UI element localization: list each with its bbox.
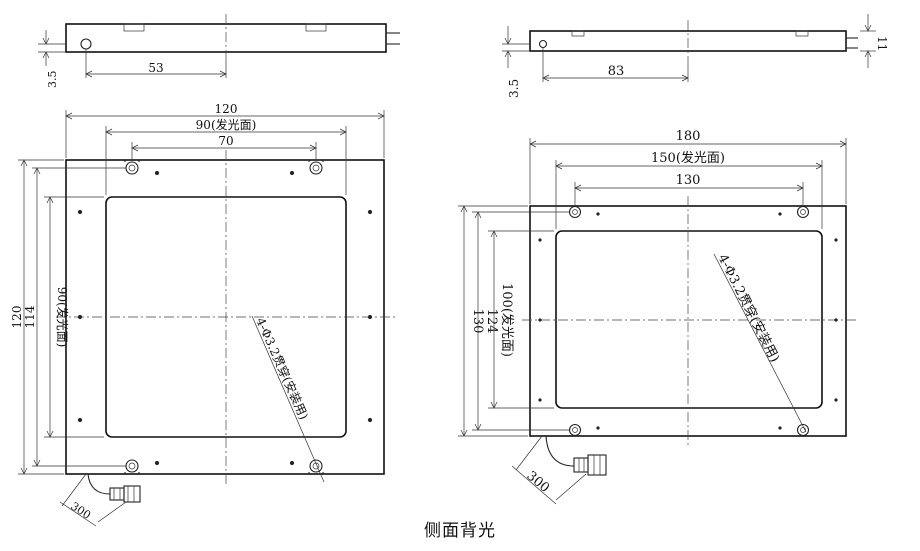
right-side-offset-label: 3.5 xyxy=(507,79,521,98)
left-hole-note: 4-Φ3.2贯穿(安装用) xyxy=(253,315,311,422)
mounting-hole-icon xyxy=(796,423,810,437)
right-side-length-label: 83 xyxy=(608,64,625,79)
screw-dots xyxy=(538,212,838,430)
right-width-total-label: 180 xyxy=(676,129,701,144)
mounting-hole-icon xyxy=(568,423,582,437)
mounting-hole-icon xyxy=(124,459,140,474)
right-height-inner-label: 124 xyxy=(484,309,499,334)
right-side-view: 11 3.5 83 xyxy=(502,14,889,98)
left-width-emit-label: 90(发光面) xyxy=(196,117,257,132)
mounting-hole-icon xyxy=(796,205,810,219)
right-hole-note: 4-Φ3.2贯穿(安装用) xyxy=(714,252,782,365)
left-front-view: 120 90(发光面) 70 120 114 90(发光面) 4-Φ3.2贯穿(… xyxy=(10,102,398,527)
right-side-thickness-label: 11 xyxy=(875,36,889,51)
side-hole-icon xyxy=(538,39,548,49)
mounting-hole-icon xyxy=(308,160,324,175)
left-height-emit-label: 90(发光面) xyxy=(55,287,70,348)
left-width-total-label: 120 xyxy=(215,102,238,116)
right-front-view: 180 150(发光面) 130 130 124 100(发光面) 4-Φ3.2… xyxy=(458,129,856,505)
drawing-caption: 侧面背光 xyxy=(424,521,496,541)
mounting-hole-icon xyxy=(124,160,140,175)
left-width-holes-label: 70 xyxy=(218,134,233,148)
right-width-holes-label: 130 xyxy=(676,173,701,188)
right-height-total-label: 130 xyxy=(470,309,485,334)
right-emitting-area xyxy=(555,230,823,409)
mounting-hole-icon xyxy=(308,459,324,474)
left-height-inner-label: 114 xyxy=(23,305,37,328)
left-side-view: 3.5 53 xyxy=(38,14,400,88)
mounting-hole-icon xyxy=(568,205,582,219)
left-height-total-label: 120 xyxy=(10,306,24,329)
left-side-offset-label: 3.5 xyxy=(46,71,59,89)
left-side-length-label: 53 xyxy=(148,61,163,75)
right-height-emit-label: 100(发光面) xyxy=(499,283,515,357)
right-width-emit-label: 150(发光面) xyxy=(651,150,725,166)
screw-dots xyxy=(77,170,373,466)
side-hole-icon xyxy=(80,38,92,50)
right-cable-label: 300 xyxy=(523,469,552,496)
